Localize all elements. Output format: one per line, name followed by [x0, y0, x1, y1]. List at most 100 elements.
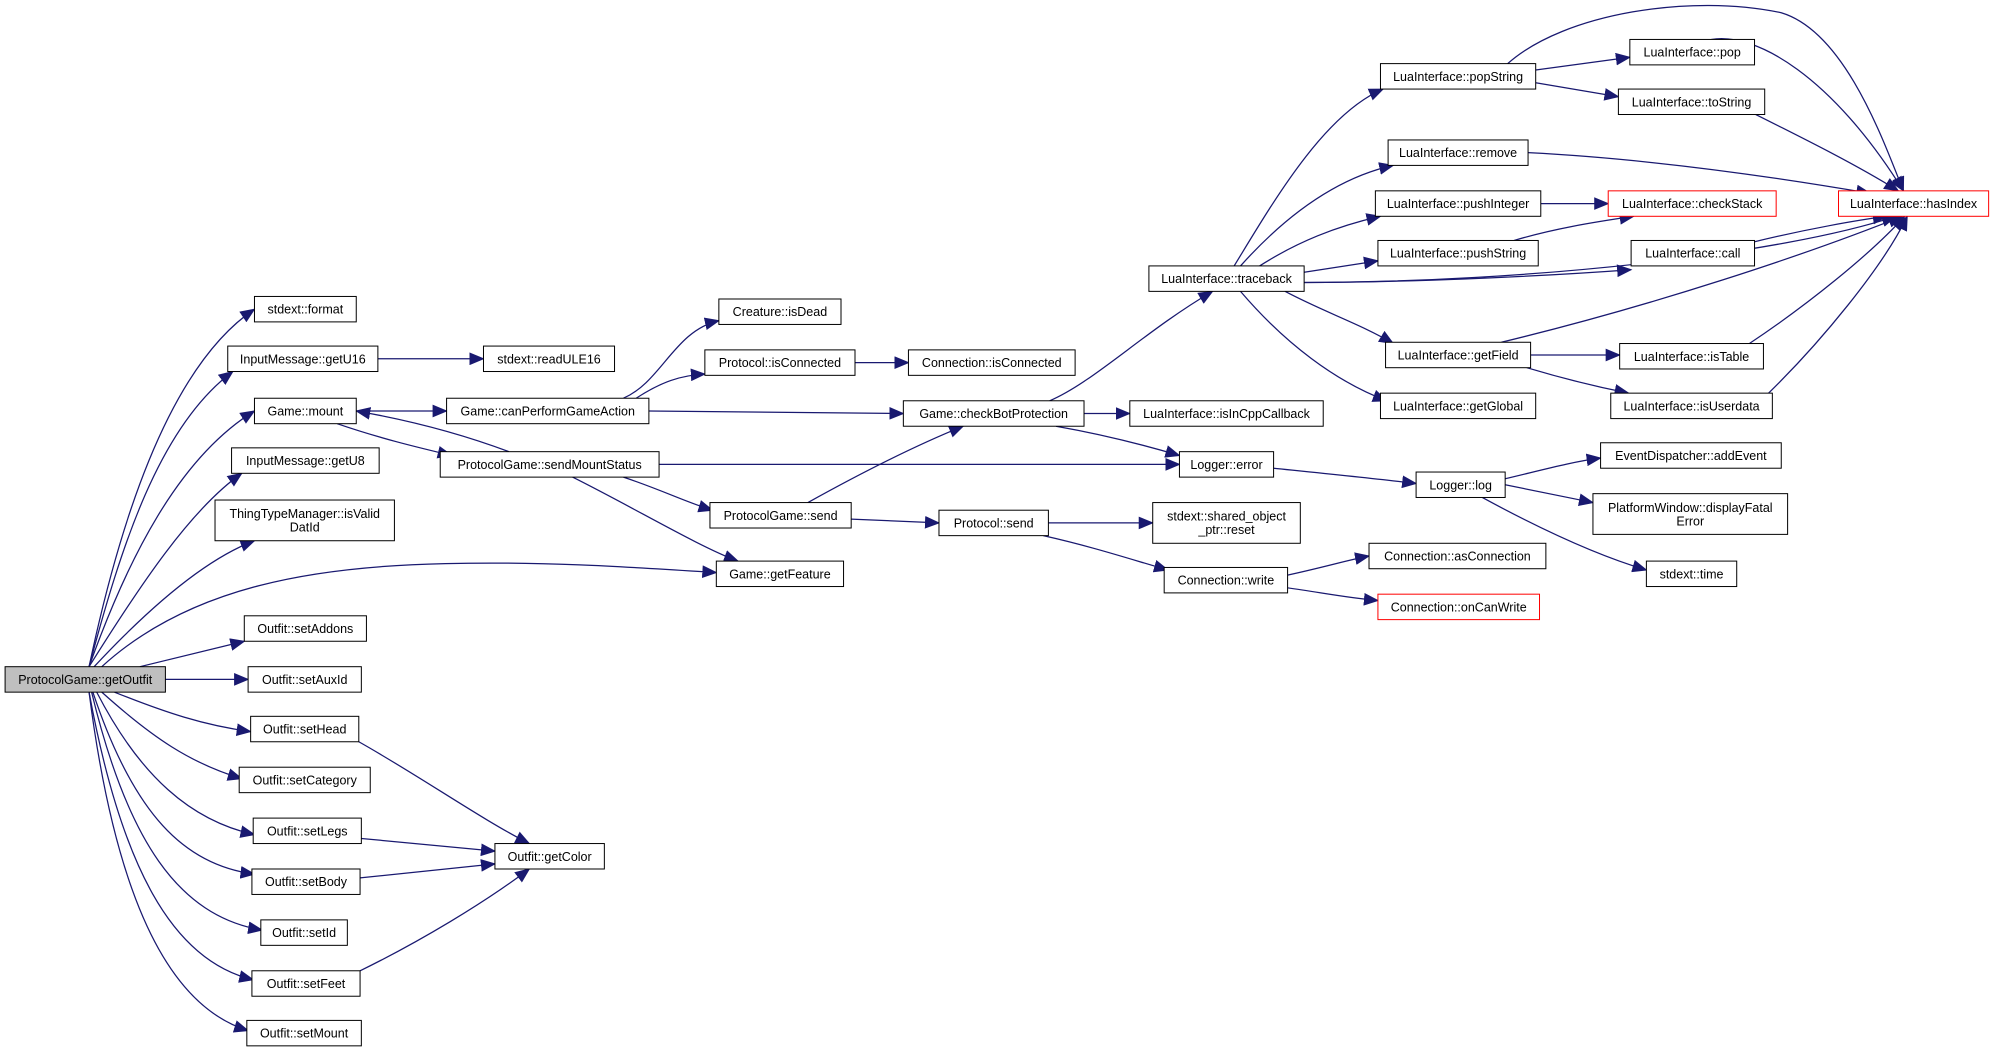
node-get-global[interactable]: LuaInterface::getGlobal — [1379, 392, 1537, 420]
node-get-u16[interactable]: InputMessage::getU16 — [227, 345, 379, 373]
node-box — [1385, 341, 1532, 369]
node-pg-send[interactable]: ProtocolGame::send — [709, 502, 852, 529]
edge-root-to-setBody — [93, 692, 256, 879]
edge-canPerform-to-protoIsConnected — [636, 368, 707, 398]
node-read-ule16[interactable]: stdext::readULE16 — [482, 345, 616, 373]
node-box — [439, 451, 660, 478]
edge-popString-to-hasIndex — [1508, 5, 1904, 193]
node-traceback[interactable]: LuaInterface::traceback — [1148, 265, 1305, 292]
node-logger-error[interactable]: Logger::error — [1178, 451, 1275, 478]
node-pop-string[interactable]: LuaInterface::popString — [1379, 63, 1537, 90]
edge-canPerform-to-checkBot — [649, 407, 905, 420]
node-box — [1607, 190, 1777, 217]
node-pop[interactable]: LuaInterface::pop — [1629, 38, 1756, 66]
node-logger-log[interactable]: Logger::log — [1415, 471, 1506, 498]
call-edges — [89, 5, 1907, 1033]
node-set-legs[interactable]: Outfit::setLegs — [252, 817, 362, 845]
node-label: LuaInterface::popString — [1393, 70, 1523, 84]
node-box — [1148, 265, 1305, 292]
edge-root-to-isValidDatId — [94, 539, 256, 667]
edge-root-to-setAddons — [140, 638, 246, 666]
node-remove[interactable]: LuaInterface::remove — [1387, 139, 1529, 166]
node-creature-is-dead[interactable]: Creature::isDead — [718, 298, 842, 325]
node-set-aux-id[interactable]: Outfit::setAuxId — [247, 666, 362, 693]
node-label: Logger::log — [1429, 478, 1492, 492]
node-add-event[interactable]: EventDispatcher::addEvent — [1600, 442, 1782, 469]
edge-pushString-to-checkStack — [1514, 212, 1635, 240]
node-label: _ptr::reset — [1197, 523, 1255, 537]
node-label: ThingTypeManager::isValid — [229, 507, 380, 521]
node-format[interactable]: stdext::format — [253, 295, 357, 323]
node-label: Protocol::send — [954, 516, 1034, 530]
node-set-mount[interactable]: Outfit::setMount — [246, 1019, 362, 1047]
node-box — [704, 349, 856, 376]
node-check-bot[interactable]: Game::checkBotProtection — [902, 400, 1085, 427]
node-set-feet[interactable]: Outfit::setFeet — [251, 970, 361, 997]
node-get-u8[interactable]: InputMessage::getU8 — [231, 447, 380, 474]
node-label: Connection::isConnected — [922, 356, 1062, 370]
node-proto-send[interactable]: Protocol::send — [938, 509, 1049, 537]
edge-isTable-to-hasIndex — [1749, 215, 1906, 343]
node-label: DatId — [290, 521, 320, 535]
node-to-string[interactable]: LuaInterface::toString — [1617, 88, 1766, 116]
node-get-color[interactable]: Outfit::getColor — [494, 843, 605, 870]
node-proto-is-connected[interactable]: Protocol::isConnected — [704, 349, 856, 376]
node-box — [938, 509, 1049, 537]
node-box — [482, 345, 616, 373]
node-call[interactable]: LuaInterface::call — [1630, 239, 1756, 267]
node-get-feature[interactable]: Game::getFeature — [715, 560, 845, 588]
node-label: Error — [1676, 514, 1704, 528]
edge-sendMountStatus-to-pgSend — [623, 477, 714, 513]
edge-traceback-to-getField — [1285, 291, 1395, 343]
edge-root-to-setFeet — [89, 692, 255, 983]
node-check-stack[interactable]: LuaInterface::checkStack — [1607, 190, 1777, 217]
node-box — [1600, 442, 1782, 469]
node-root[interactable]: ProtocolGame::getOutfit — [4, 666, 166, 693]
node-label: ProtocolGame::getOutfit — [18, 673, 153, 687]
node-conn-write[interactable]: Connection::write — [1163, 566, 1289, 594]
edge-root-to-setCategory — [102, 692, 243, 781]
node-set-head[interactable]: Outfit::setHead — [250, 715, 360, 743]
node-label: stdext::readULE16 — [497, 352, 601, 366]
node-push-string[interactable]: LuaInterface::pushString — [1377, 239, 1539, 267]
node-is-table[interactable]: LuaInterface::isTable — [1619, 343, 1764, 370]
node-label: Outfit::setHead — [263, 723, 346, 737]
node-on-can-write[interactable]: Connection::onCanWrite — [1377, 593, 1541, 621]
node-shared-reset[interactable]: stdext::shared_object_ptr::reset — [1152, 502, 1301, 544]
node-as-connection[interactable]: Connection::asConnection — [1368, 542, 1547, 570]
node-box — [1645, 560, 1738, 588]
node-box — [902, 400, 1085, 427]
node-label: PlatformWindow::displayFatal — [1608, 501, 1773, 515]
node-label: Protocol::isConnected — [719, 356, 841, 370]
node-is-in-cpp[interactable]: LuaInterface::isInCppCallback — [1129, 400, 1324, 427]
node-box — [1617, 88, 1766, 116]
node-label: Game::checkBotProtection — [919, 407, 1068, 421]
node-box — [907, 349, 1076, 376]
node-send-mount-status[interactable]: ProtocolGame::sendMountStatus — [439, 451, 660, 478]
node-can-perform[interactable]: Game::canPerformGameAction — [446, 397, 650, 425]
edge-pgSend-to-protoSend — [851, 515, 941, 529]
node-set-category[interactable]: Outfit::setCategory — [238, 766, 371, 794]
node-label: Logger::error — [1190, 458, 1262, 472]
node-set-id[interactable]: Outfit::setId — [260, 919, 348, 946]
node-box — [494, 843, 605, 870]
node-label: Game::mount — [267, 404, 343, 418]
node-box — [1630, 239, 1756, 267]
edge-loggerLog-to-time — [1482, 497, 1648, 573]
edge-toString-to-hasIndex — [1756, 115, 1900, 191]
node-conn-is-connected[interactable]: Connection::isConnected — [907, 349, 1076, 376]
node-push-integer[interactable]: LuaInterface::pushInteger — [1374, 190, 1542, 217]
node-has-index[interactable]: LuaInterface::hasIndex — [1838, 190, 1990, 217]
node-label: Game::canPerformGameAction — [461, 404, 635, 418]
node-mount[interactable]: Game::mount — [253, 397, 357, 425]
node-get-field[interactable]: LuaInterface::getField — [1385, 341, 1532, 369]
node-box — [214, 499, 395, 542]
node-set-addons[interactable]: Outfit::setAddons — [243, 615, 367, 642]
node-time[interactable]: stdext::time — [1645, 560, 1738, 588]
node-set-body[interactable]: Outfit::setBody — [251, 868, 361, 895]
node-box — [246, 1019, 362, 1047]
node-label: LuaInterface::remove — [1399, 146, 1517, 160]
node-is-userdata[interactable]: LuaInterface::isUserdata — [1610, 392, 1773, 420]
